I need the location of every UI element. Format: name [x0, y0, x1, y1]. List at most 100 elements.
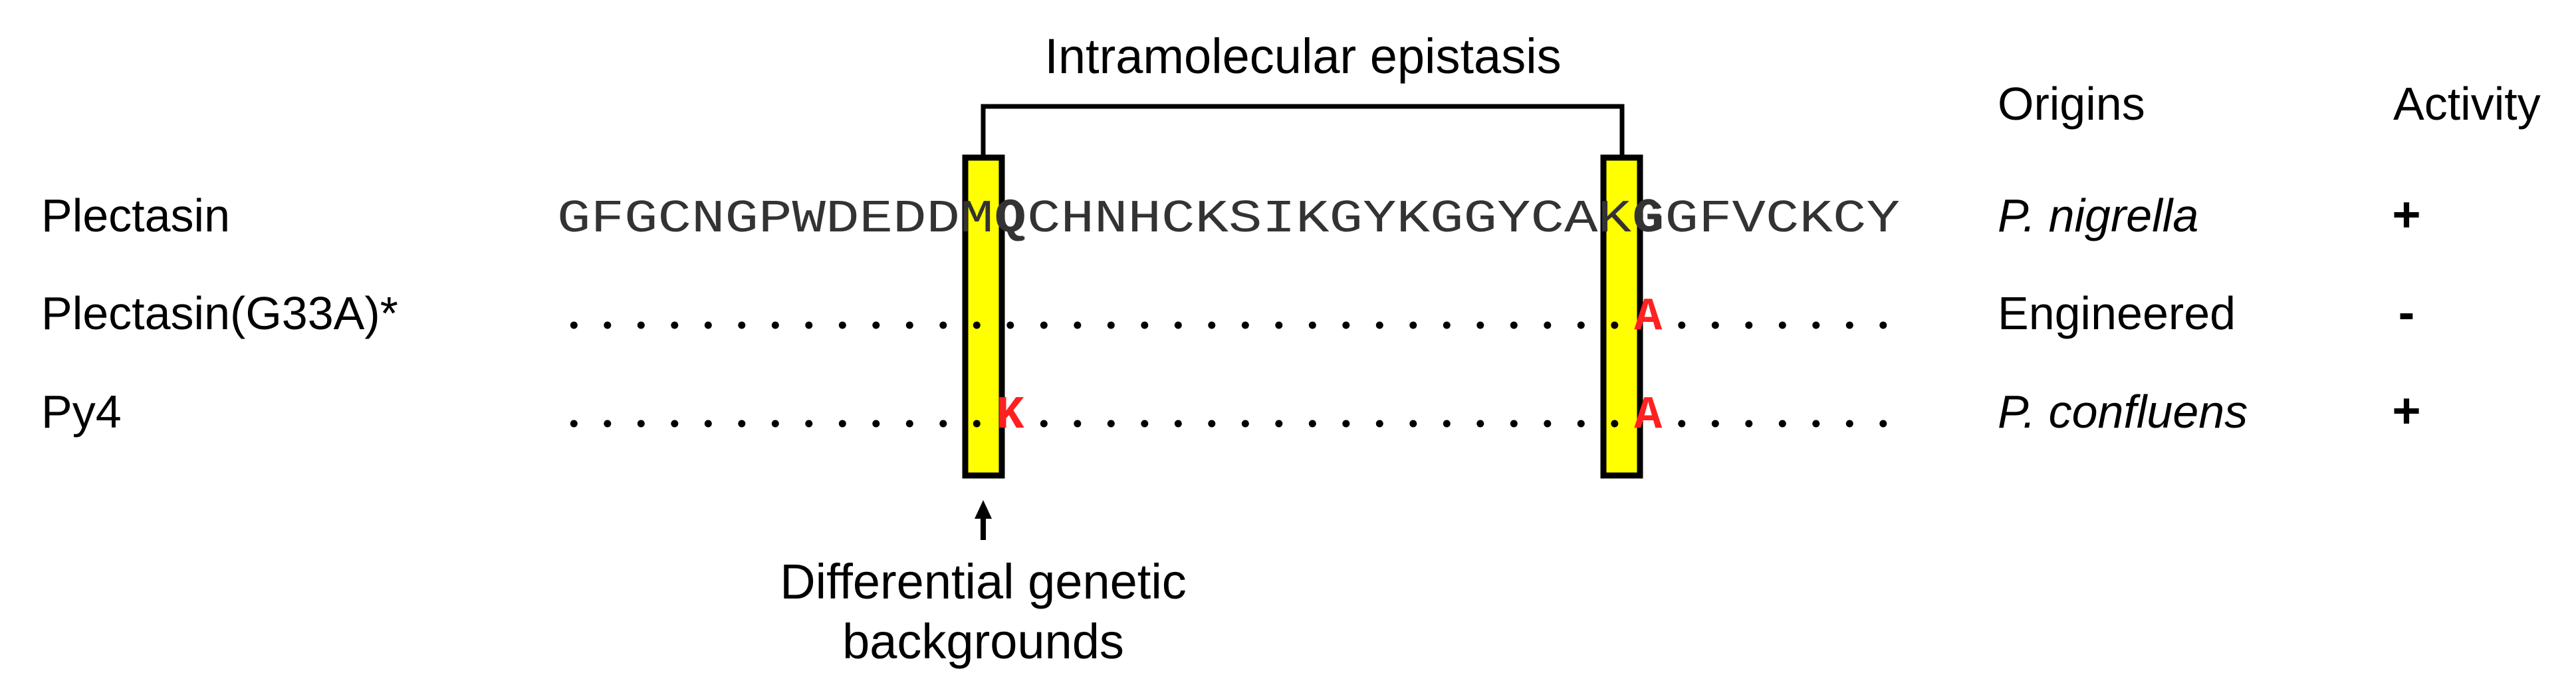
- identity-dot: [1074, 321, 1082, 329]
- identity-dot: [604, 321, 612, 329]
- identity-dot: [838, 420, 846, 428]
- identity-dot: [1745, 321, 1753, 329]
- activity-plectasin-g33a: -: [2399, 285, 2415, 340]
- identity-dot: [1241, 321, 1249, 329]
- identity-dot: [1006, 321, 1014, 329]
- identity-dot: [1879, 420, 1887, 428]
- identity-dot: [1174, 420, 1182, 428]
- origin-plectasin: P. nigrella: [1998, 190, 2198, 241]
- identity-dot: [872, 321, 880, 329]
- identity-dot: [1141, 420, 1149, 428]
- identity-dot: [939, 321, 947, 329]
- identity-dot: [1040, 321, 1048, 329]
- identity-dot: [1879, 321, 1887, 329]
- row-label-plectasin: Plectasin: [41, 190, 230, 241]
- identity-dot: [1544, 321, 1552, 329]
- identity-dot: [570, 420, 578, 428]
- row-label-py4: Py4: [41, 386, 122, 438]
- identity-dot: [771, 420, 779, 428]
- identity-dot: [1745, 420, 1753, 428]
- sequence-wildtype: GFGCNGPWDEDDMQCHNHCKSIKGYKGGYCAKGGFVCKCY: [557, 194, 1900, 246]
- identity-dot: [905, 420, 913, 428]
- identity-dot: [1375, 321, 1383, 329]
- identity-dot: [671, 321, 679, 329]
- identity-dot: [1375, 420, 1383, 428]
- identity-dot: [1141, 321, 1149, 329]
- identity-dot: [973, 321, 981, 329]
- identity-dot: [1611, 420, 1619, 428]
- identity-dot: [1845, 321, 1853, 329]
- identity-dot: [1208, 321, 1216, 329]
- identity-dot: [1275, 321, 1283, 329]
- identity-dot: [1476, 420, 1484, 428]
- mutation-residue-33: A: [1634, 390, 1662, 442]
- identity-dot: [1443, 420, 1451, 428]
- identity-dot: [1409, 420, 1417, 428]
- highlight-column-33: [1600, 154, 1643, 479]
- mutation-residue-14: K: [996, 390, 1024, 442]
- identity-dot: [939, 420, 947, 428]
- identity-dot: [1040, 420, 1048, 428]
- identity-dot: [1308, 321, 1316, 329]
- identity-dot: [1678, 420, 1686, 428]
- identity-dot: [637, 420, 645, 428]
- identity-dot: [1342, 321, 1350, 329]
- identity-dot: [637, 321, 645, 329]
- identity-dot: [1476, 321, 1484, 329]
- identity-dot: [1778, 321, 1786, 329]
- mutation-residue-33: A: [1634, 291, 1662, 344]
- identity-dot: [1845, 420, 1853, 428]
- header-origins: Origins: [1998, 78, 2145, 130]
- identity-dot: [1208, 420, 1216, 428]
- identity-dot: [1308, 420, 1316, 428]
- identity-dot: [704, 321, 712, 329]
- identity-dot: [1577, 321, 1585, 329]
- annotation-line-1: Differential genetic: [780, 554, 1187, 609]
- origin-py4: P. confluens: [1998, 386, 2248, 438]
- activity-plectasin: +: [2392, 187, 2420, 242]
- identity-dot: [1711, 420, 1719, 428]
- identity-dot: [738, 321, 746, 329]
- identity-dot: [1443, 321, 1451, 329]
- identity-dot: [570, 321, 578, 329]
- sequence-alignment: GFGCNGPWDEDDMQCHNHCKSIKGYKGGYCAKGGFVCKCY…: [557, 192, 1900, 442]
- identity-dot: [1510, 420, 1518, 428]
- identity-dot: [1409, 321, 1417, 329]
- identity-dot: [1544, 420, 1552, 428]
- row-label-plectasin-g33a: Plectasin(G33A)*: [41, 287, 398, 339]
- up-arrow-icon: [975, 500, 992, 540]
- identity-dot: [905, 321, 913, 329]
- identity-dot: [1778, 420, 1786, 428]
- identity-dot: [805, 420, 813, 428]
- identity-dot: [704, 420, 712, 428]
- annotation-line-2: backgrounds: [842, 614, 1124, 669]
- residue-14: Q: [996, 192, 1024, 246]
- identity-dot: [838, 321, 846, 329]
- identity-dot: [872, 420, 880, 428]
- epistasis-bracket: [981, 104, 1625, 158]
- identity-dot: [1275, 420, 1283, 428]
- activity-py4: +: [2392, 383, 2420, 438]
- identity-dot: [1241, 420, 1249, 428]
- residue-33: G: [1634, 192, 1663, 246]
- identity-dot: [1107, 420, 1115, 428]
- header-activity: Activity: [2393, 78, 2541, 130]
- diagram-title: Intramolecular epistasis: [1044, 29, 1561, 84]
- identity-dot: [671, 420, 679, 428]
- identity-dot: [1611, 321, 1619, 329]
- identity-dot: [1174, 321, 1182, 329]
- identity-dot: [1107, 321, 1115, 329]
- identity-dot: [1510, 321, 1518, 329]
- identity-dot: [1074, 420, 1082, 428]
- identity-dot: [1678, 321, 1686, 329]
- identity-dot: [1577, 420, 1585, 428]
- identity-dot: [1812, 321, 1820, 329]
- identity-dot: [805, 321, 813, 329]
- identity-dot: [973, 420, 981, 428]
- highlight-column-14: [962, 154, 1005, 479]
- identity-dot: [771, 321, 779, 329]
- identity-dot: [738, 420, 746, 428]
- identity-dot: [1342, 420, 1350, 428]
- identity-dot: [604, 420, 612, 428]
